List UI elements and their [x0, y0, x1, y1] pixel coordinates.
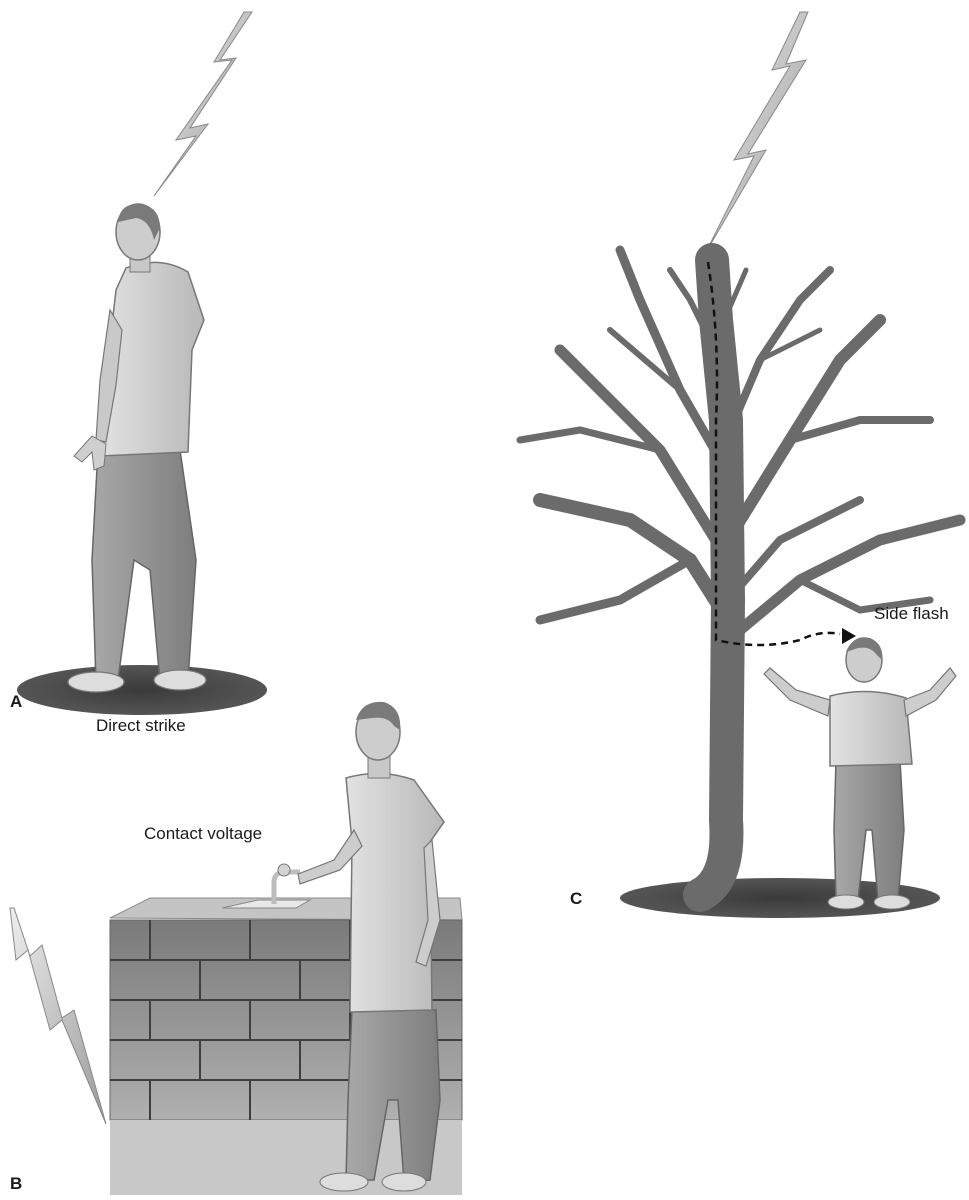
- man-standing-figure: [68, 204, 206, 692]
- lightning-bolt-a-icon: [154, 12, 252, 196]
- panel-b-contact-voltage: [10, 702, 462, 1195]
- panel-a-direct-strike: [17, 12, 267, 715]
- lightning-bolt-c-icon: [706, 12, 808, 252]
- panel-a-letter: A: [10, 692, 22, 712]
- man-beside-tree-figure: [764, 638, 956, 909]
- lightning-bolt-b-icon: [10, 908, 106, 1124]
- panel-b-letter: B: [10, 1174, 22, 1194]
- panel-c-letter: C: [570, 889, 582, 909]
- contact-voltage-caption: Contact voltage: [144, 824, 262, 844]
- ground-shadow-a: [17, 665, 267, 715]
- panel-c-side-flash: [520, 12, 960, 918]
- side-flash-caption: Side flash: [874, 604, 949, 624]
- direct-strike-caption: Direct strike: [96, 716, 186, 736]
